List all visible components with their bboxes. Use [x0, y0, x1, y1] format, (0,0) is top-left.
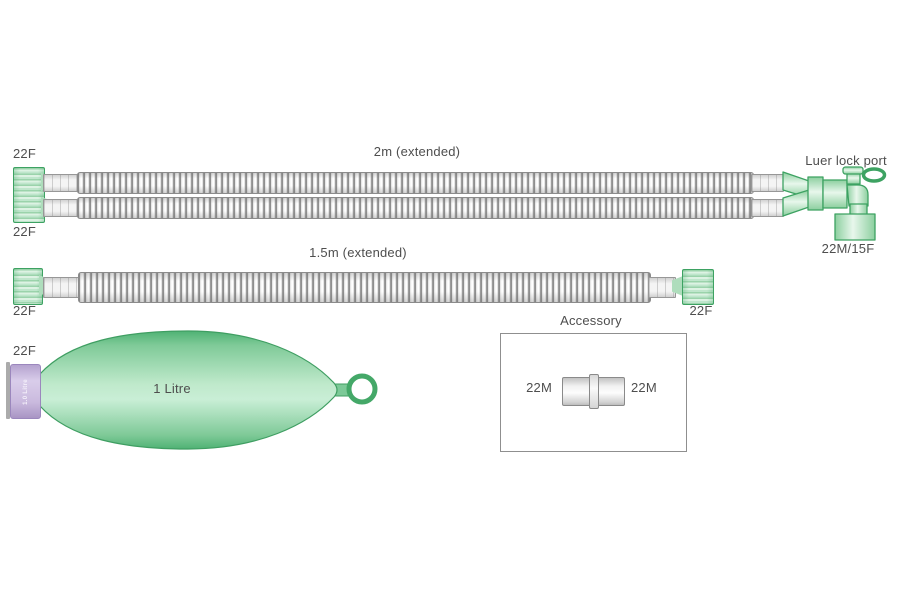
connector-22f-double [13, 167, 45, 223]
connector-22f-left [13, 268, 43, 305]
circuit15m-right-label: 22F [689, 303, 713, 318]
bag-volume-label: 1 Litre [153, 381, 191, 396]
reservoir-bag [36, 330, 378, 450]
circuit15m-length-label: 1.5m (extended) [309, 245, 407, 260]
tube-sleeve [43, 174, 80, 192]
circuit2m-left-top-label: 22F [13, 146, 37, 161]
circuit2m-right-connector-label: 22M/15F [821, 241, 875, 256]
tube-sleeve [43, 199, 80, 217]
corrugated-tube-2m-top [77, 172, 754, 194]
accessory-left-label: 22M [526, 380, 552, 395]
luer-cap-ring-icon [861, 167, 887, 183]
bag-connector-label: 22F [13, 343, 37, 358]
tube-sleeve [648, 277, 676, 298]
luer-lock-port-icon [842, 166, 864, 175]
accessory-title: Accessory [560, 313, 622, 328]
corrugated-tube-15m [78, 272, 651, 303]
bag-cuff-label: 1.0 Litre [22, 378, 29, 405]
bag-neck-cuff: 1.0 Litre [10, 364, 41, 419]
straight-connector-left-half [562, 377, 592, 406]
circuit15m-left-label: 22F [13, 303, 37, 318]
connector-22f-right [682, 269, 714, 305]
circuit2m-left-bottom-label: 22F [13, 224, 37, 239]
accessory-right-label: 22M [631, 380, 657, 395]
y-piece-body [807, 176, 824, 211]
y-piece-bottom-arm [782, 189, 810, 217]
luer-lock-port-label: Luer lock port [805, 153, 887, 168]
y-piece-elbow-assembly [782, 166, 887, 241]
connector-tip [672, 276, 683, 296]
corrugated-tube-2m-bottom [77, 197, 754, 219]
straight-connector-flange [589, 374, 599, 409]
bag-hanging-ring-icon [346, 373, 378, 405]
y-piece-socket [822, 179, 848, 209]
tube-sleeve [43, 277, 81, 298]
bag-cuff-flange [6, 362, 10, 419]
circuit2m-length-label: 2m (extended) [373, 144, 461, 159]
patient-connector-22m15f [834, 213, 876, 241]
bag-body [36, 330, 338, 450]
straight-connector-right-half [596, 377, 625, 406]
elbow-connector [846, 184, 869, 207]
